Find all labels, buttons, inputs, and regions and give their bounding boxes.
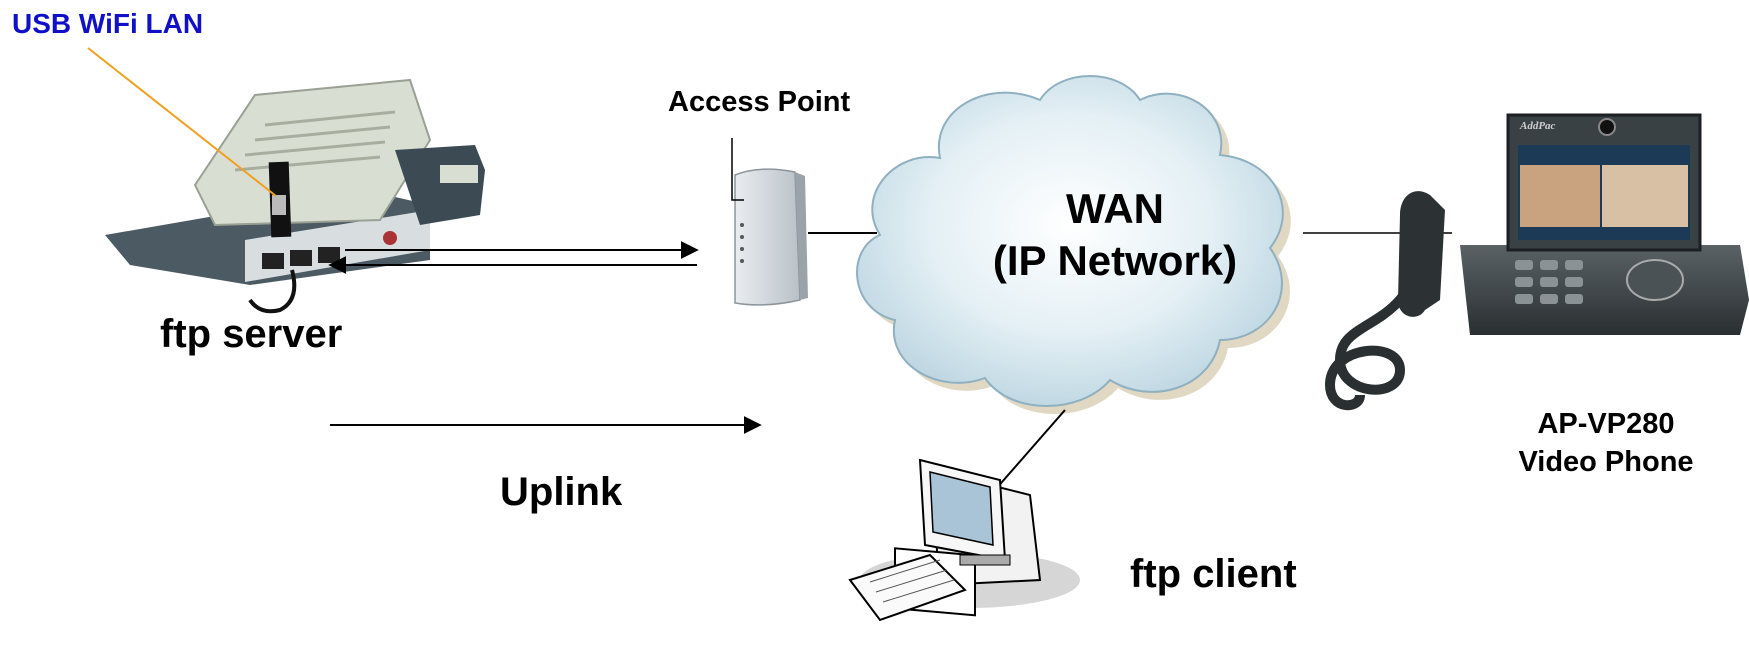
video-phone-type: Video Phone — [1518, 446, 1694, 478]
access-point-icon — [734, 168, 808, 306]
phone-brand-logo: AddPac — [1520, 120, 1556, 132]
cloud-icon — [856, 75, 1291, 415]
ftp-client-label: ftp client — [1130, 552, 1297, 596]
wan-label-line2: (IP Network) — [992, 237, 1238, 284]
access-point-leader — [731, 138, 744, 201]
usb-pointer-line — [87, 47, 277, 197]
pos-terminal-icon — [105, 78, 485, 314]
uplink-label: Uplink — [500, 470, 623, 514]
video-phone-model: AP-VP280 — [1537, 408, 1675, 440]
usb-wifi-lan-label: USB WiFi LAN — [12, 8, 204, 39]
ftp-server-label: ftp server — [160, 312, 343, 356]
wan-label-line1: WAN — [1066, 185, 1164, 232]
video-phone-icon — [1324, 113, 1749, 411]
link-wan-to-client — [994, 409, 1066, 491]
access-point-label: Access Point — [668, 86, 851, 118]
video-phone-label: AP-VP280 Video Phone — [1506, 405, 1706, 481]
desktop-computer-icon — [848, 458, 1080, 622]
wan-label: WAN (IP Network) — [975, 183, 1255, 287]
